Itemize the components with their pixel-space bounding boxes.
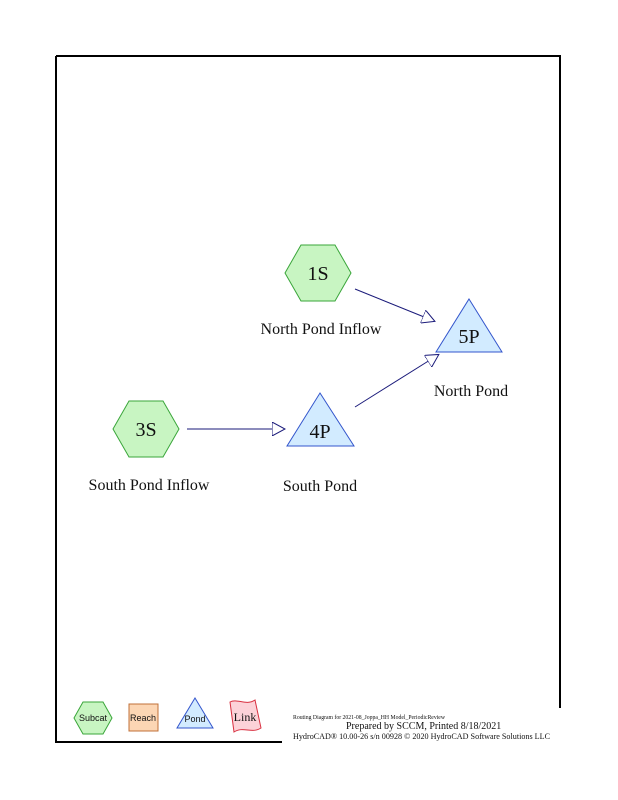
legend-reach: Reach <box>128 703 159 732</box>
link-legend-icon <box>229 699 262 733</box>
reach-legend-icon <box>128 703 159 732</box>
node-4p[interactable]: 4P <box>286 392 355 447</box>
node-id-label: 3S <box>135 419 156 441</box>
subcat-legend-icon <box>73 701 113 735</box>
legend-reach-label: Reach <box>130 713 156 723</box>
connection-4p-to-5p <box>354 355 438 408</box>
footer-routing-line: Routing Diagram for 2021-08_Joppa_HH Mod… <box>293 714 445 721</box>
node-3s[interactable]: 3S <box>112 400 180 458</box>
connection-1s-to-5p <box>354 288 434 321</box>
legend-pond: Pond <box>176 697 214 729</box>
legend: Subcat Reach Pond Link <box>73 697 262 735</box>
node-id-label: 4P <box>309 421 330 443</box>
pond-legend-icon <box>176 697 214 729</box>
legend-link: Link <box>229 699 262 733</box>
legend-subcat: Subcat <box>73 701 113 735</box>
subcatchment-hexagon-icon <box>112 400 180 458</box>
node-caption: North Pond Inflow <box>261 321 382 338</box>
subcatchment-hexagon-icon <box>284 244 352 302</box>
legend-pond-label: Pond <box>184 714 205 724</box>
page-frame-left <box>55 56 282 743</box>
node-caption: North Pond <box>434 383 508 400</box>
node-id-label: 5P <box>458 326 479 348</box>
node-1s[interactable]: 1S <box>284 244 352 302</box>
node-5p[interactable]: 5P <box>435 298 503 353</box>
legend-subcat-label: Subcat <box>79 713 108 723</box>
footer-prepared-line: Prepared by SCCM, Printed 8/18/2021 <box>346 721 501 732</box>
legend-link-label: Link <box>234 710 257 724</box>
node-caption: South Pond Inflow <box>89 477 210 494</box>
pond-triangle-icon <box>286 392 355 447</box>
node-caption: South Pond <box>283 478 357 495</box>
pond-triangle-icon <box>435 298 503 353</box>
node-id-label: 1S <box>307 263 328 285</box>
page-frame <box>56 55 561 708</box>
footer-software-line: HydroCAD® 10.00-26 s/n 00928 © 2020 Hydr… <box>293 732 550 741</box>
